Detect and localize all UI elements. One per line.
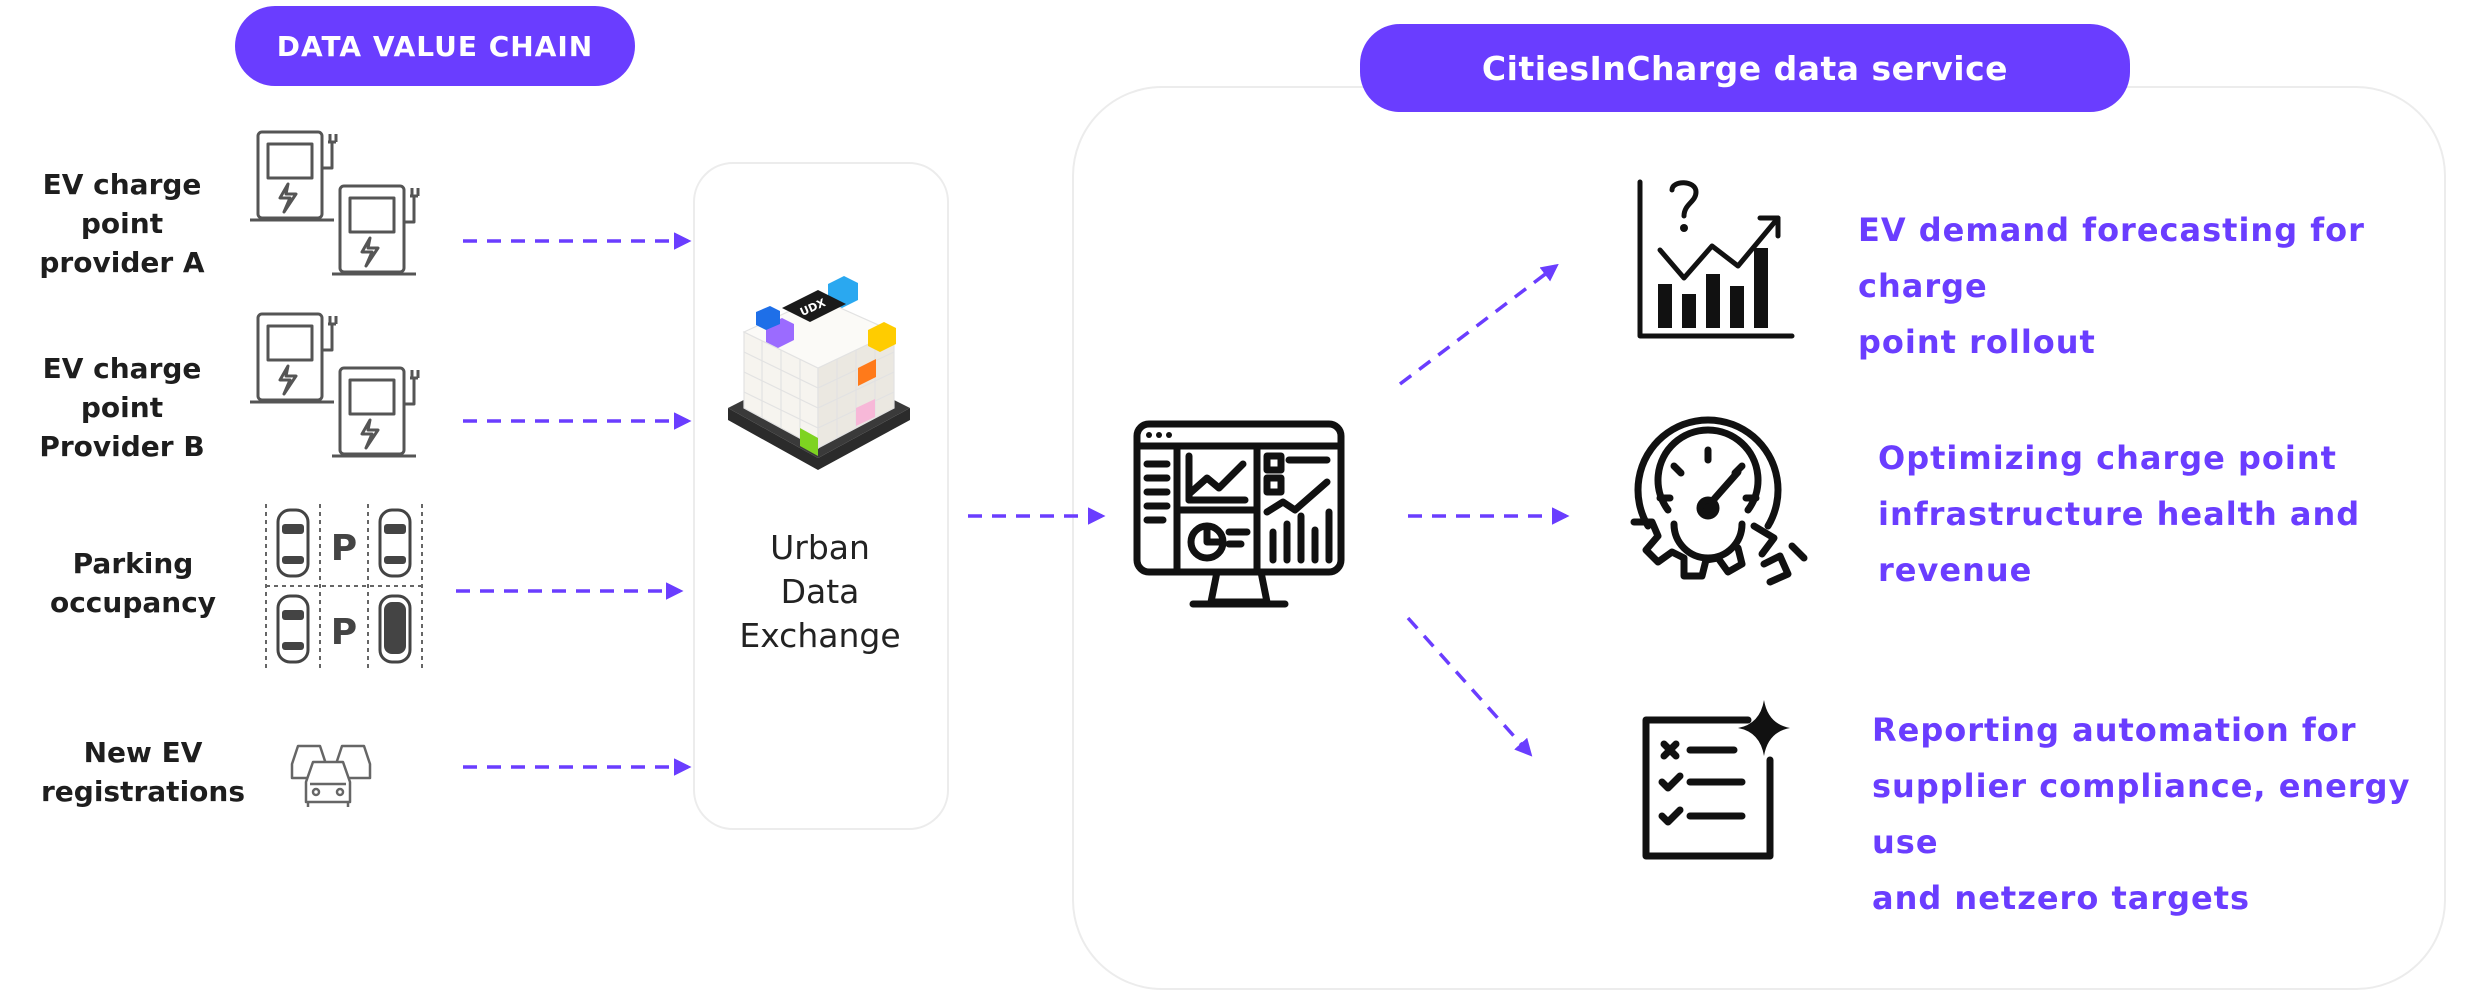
growth-chart-icon (1637, 179, 1795, 339)
arrow-to-forecasting (1398, 263, 1559, 386)
svg-text:P: P (331, 528, 357, 569)
ev-charger-icon (250, 130, 420, 276)
data-value-chain-title: DATA VALUE CHAIN (276, 29, 594, 63)
data-value-chain-header: DATA VALUE CHAIN (235, 6, 635, 86)
ev-charger-icon (250, 312, 420, 458)
udx-cube-icon: UDX (728, 276, 910, 470)
dashboard-monitor-icon (1133, 420, 1345, 608)
urban-data-exchange-label: Urban Data Exchange (739, 528, 901, 655)
cars-icon (290, 744, 372, 807)
checklist-icon (1642, 700, 1790, 860)
arrow-to-reporting (1406, 616, 1533, 757)
svg-text:P: P (331, 612, 357, 653)
urban-data-exchange-box (693, 162, 949, 830)
gauge-gear-icon (1630, 416, 1808, 586)
arrows-layer (456, 232, 1570, 776)
service-title: CitiesInCharge data service (1481, 48, 2009, 88)
service-header: CitiesInCharge data service (1360, 24, 2130, 112)
parking-lot-icon: P P (265, 504, 423, 668)
